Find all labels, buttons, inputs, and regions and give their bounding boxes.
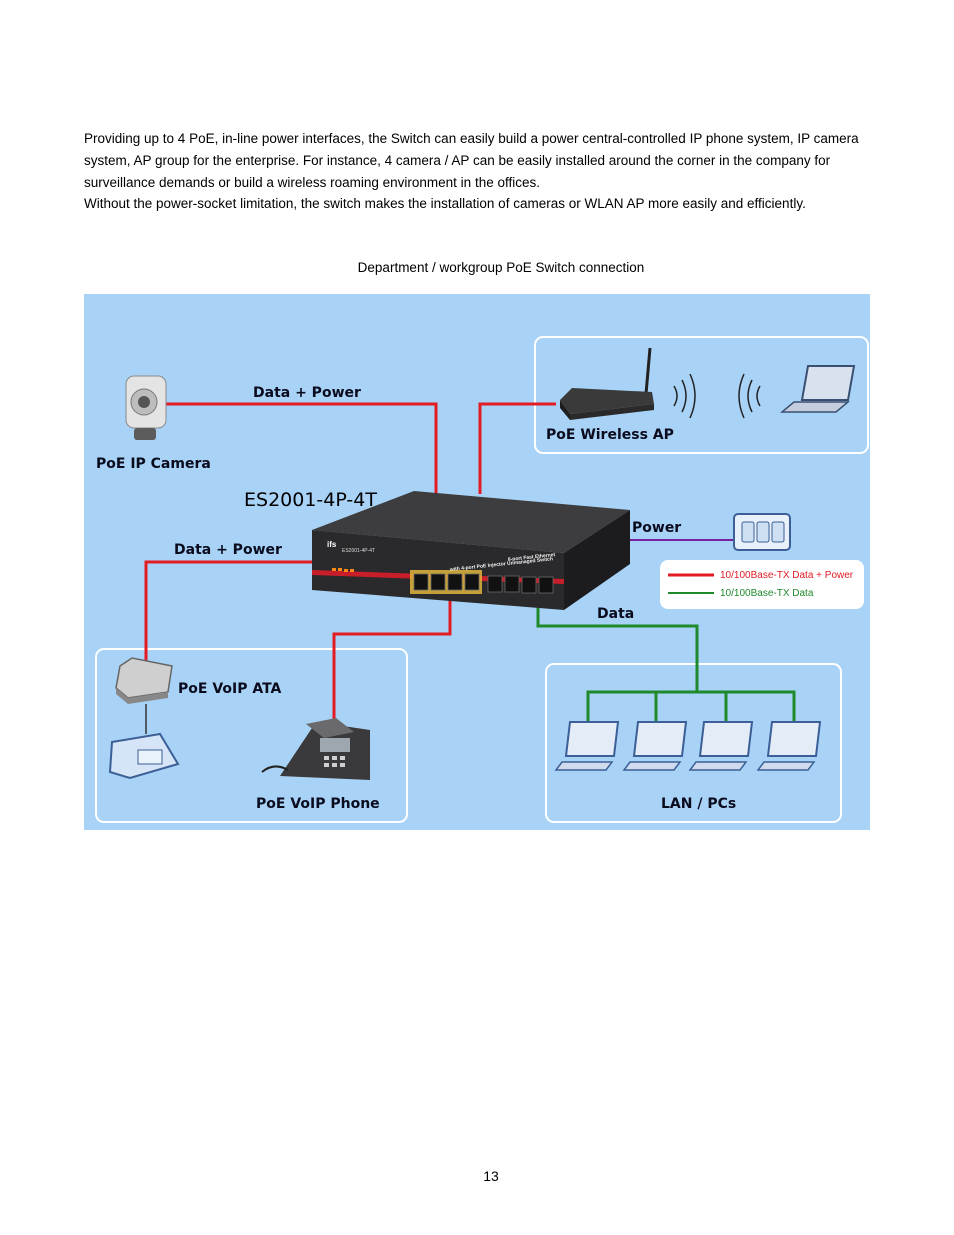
legend-label-data-power: 10/100Base-TX Data + Power [720,570,854,581]
label-data-power-top: Data + Power [253,385,361,401]
line-legend: 10/100Base-TX Data + Power 10/100Base-TX… [660,560,864,609]
body-paragraph-1: Providing up to 4 PoE, in-line power int… [84,131,859,190]
desk-telephone-icon [108,732,180,780]
figure-caption: Department / workgroup PoE Switch connec… [357,260,645,275]
voip-phone-icon [261,718,370,780]
lan-uplink-line [536,599,699,692]
wireless-ap-icon [560,347,761,420]
lan-distribution-line [586,690,796,724]
label-poe-wireless-ap: PoE Wireless AP [546,427,674,443]
label-data-power-left: Data + Power [174,542,282,558]
label-poe-voip-phone: PoE VoIP Phone [256,796,380,812]
label-data: Data [597,606,634,622]
voip-ata-icon [115,657,173,734]
pc-icon [688,721,754,771]
pc-icon [756,721,822,771]
pc-icon [622,721,688,771]
laptop-icon [779,365,856,413]
switch-brand: ifs [327,540,337,549]
voip-group-box [95,648,408,823]
poe-network-diagram: ifs ES2001-4P-4T 8-port Fast Ethernet wi… [84,294,870,830]
label-model: ES2001-4P-4T [244,489,377,511]
ap-link-line [478,402,556,494]
power-adapter-icon [733,513,791,551]
wireless-group-box [534,336,869,454]
lan-pc-icons [554,721,822,771]
label-power: Power [632,520,681,536]
switch-model-small: ES2001-4P-4T [342,548,375,554]
switch-desc-1: 8-port Fast Ethernet [508,552,556,563]
label-lan-pcs: LAN / PCs [661,796,736,812]
body-paragraph-2: Without the power-socket limitation, the… [84,196,806,211]
label-poe-ip-camera: PoE IP Camera [96,456,211,472]
es2001-switch-icon: ifs ES2001-4P-4T 8-port Fast Ethernet wi… [312,491,630,610]
pc-icon [554,721,620,771]
legend-label-data: 10/100Base-TX Data [720,588,814,599]
camera-link-line [164,402,438,494]
ata-link-line [144,560,312,672]
lan-group-box [545,663,842,823]
ip-camera-icon [125,375,167,440]
phone-link-line [332,594,452,722]
page-number: 13 [483,1168,499,1184]
label-poe-voip-ata: PoE VoIP ATA [178,681,282,697]
